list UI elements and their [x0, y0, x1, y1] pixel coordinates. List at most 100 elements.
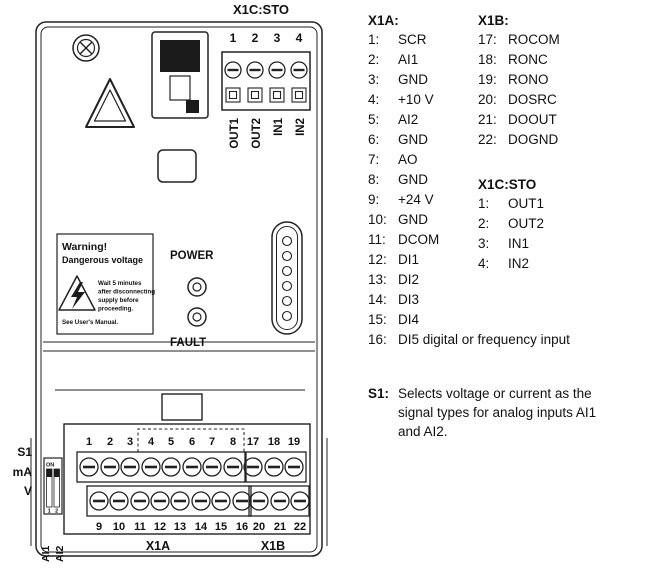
ma-position-label: mA	[13, 465, 33, 479]
svg-text:Warning!: Warning!	[62, 241, 107, 253]
s1-dip-switch	[43, 457, 63, 515]
pin-label: GND	[398, 132, 428, 147]
s1-note-text: Selects voltage or current as the signal…	[398, 386, 597, 439]
legend-item: 14:DI3	[368, 290, 570, 310]
s1-note-title: S1:	[368, 386, 390, 401]
pin-number: 17:	[478, 32, 497, 47]
dashed-group-bracket	[137, 428, 245, 452]
warning-label	[56, 233, 154, 335]
legend-item: 20: DOSRC	[478, 90, 560, 110]
svg-text:16: 16	[236, 521, 248, 533]
svg-text:18: 18	[268, 436, 280, 448]
svg-text:7: 7	[209, 436, 215, 448]
legend-item: 3:IN1	[478, 234, 560, 254]
svg-text:Wait 5 minutes: Wait 5 minutes	[98, 280, 142, 287]
svg-text:8: 8	[230, 436, 236, 448]
legend-item: 2:AI1	[368, 50, 570, 70]
legend-item: 1: OUT1	[478, 194, 560, 214]
legend-item: 2:OUT2	[478, 214, 560, 234]
svg-text:IN1: IN1	[273, 117, 285, 136]
svg-text:4: 4	[296, 31, 303, 45]
fault-led	[187, 307, 207, 327]
svg-text:1: 1	[86, 436, 92, 448]
svg-text:11: 11	[134, 521, 146, 533]
device-outline	[35, 21, 323, 557]
status-leds	[187, 277, 207, 327]
legend-item: 5: AI2	[368, 110, 570, 130]
pin-number: 21:	[478, 112, 497, 127]
pin-number: 3:	[368, 72, 380, 87]
svg-text:supply before: supply before	[98, 297, 139, 304]
pin-label: DOSRC	[508, 92, 557, 107]
legend-column-x1a: X1A: 1:SCR 2:AI1 3:GND 4:+10 V 5:AI2 6:G…	[368, 12, 570, 350]
legend-item: 1:SCR	[368, 30, 570, 50]
legend-item: 6:GND	[368, 130, 570, 150]
svg-text:14: 14	[195, 521, 208, 533]
pin-label: OUT1	[508, 196, 545, 211]
svg-text:1: 1	[230, 31, 237, 45]
pin-number: 14:	[368, 292, 387, 307]
control-panel-connector	[151, 31, 209, 119]
svg-text:17: 17	[247, 436, 259, 448]
drive-front-drawing: X1C:STO 1 2 3 4 OUT1 OUT2 IN1 IN2 Warnin…	[13, 2, 328, 563]
pin-number: 18:	[478, 52, 497, 67]
pin-label: ROCOM	[508, 32, 560, 47]
legend-item: 18: RONC	[478, 50, 560, 70]
svg-text:20: 20	[253, 521, 265, 533]
legend-item: 19:RONO	[478, 70, 560, 90]
pin-label: RONC	[508, 52, 548, 67]
svg-text:3: 3	[274, 31, 281, 45]
option-connector	[271, 221, 303, 335]
pin-label: AI2	[398, 112, 419, 127]
pin-number: 4:	[368, 92, 380, 107]
pin-label: GND	[398, 172, 428, 187]
pin-label: RONO	[508, 72, 549, 87]
dip-pos-1: 1	[48, 509, 51, 515]
svg-text:2: 2	[107, 436, 113, 448]
svg-text:19: 19	[288, 436, 300, 448]
legend-item: 15: DI4	[368, 310, 570, 330]
s1-switch-label: S1	[17, 445, 32, 459]
pin-number: 2:	[368, 52, 380, 67]
svg-text:6: 6	[189, 436, 195, 448]
pin-label: DOGND	[508, 132, 559, 147]
svg-text:4: 4	[148, 436, 155, 448]
svg-text:9: 9	[96, 521, 102, 533]
legend-item: 21:DOOUT	[478, 110, 560, 130]
pin-number: 1:	[368, 32, 380, 47]
svg-text:15: 15	[215, 521, 227, 533]
legend-item: 4:IN2	[478, 254, 560, 274]
legend-item: 12:DI1	[368, 250, 570, 270]
cover-seams	[43, 341, 315, 421]
svg-text:2: 2	[252, 31, 259, 45]
svg-text:See User's Manual.: See User's Manual.	[62, 319, 118, 326]
legend-gap	[478, 150, 560, 176]
ai1-label: AI1	[40, 546, 52, 563]
pin-number: 12:	[368, 252, 387, 267]
legend-column-x1b: X1B: 17:ROCOM 18:RONC 19:RONO 20:DOSRC 2…	[478, 12, 560, 274]
legend-item: 7:AO	[368, 150, 570, 170]
x1a-block-label: X1A	[146, 539, 170, 553]
pin-label: GND	[398, 212, 428, 227]
legend-item: 11:DCOM	[368, 230, 570, 250]
pin-label: DCOM	[398, 232, 440, 247]
svg-text:10: 10	[113, 521, 125, 533]
terminal-row-2	[89, 491, 310, 511]
pin-label: DI4	[398, 312, 420, 327]
x1c-sto-title: X1C:STO	[233, 2, 289, 17]
fault-label: FAULT	[170, 337, 206, 349]
legend-item: 13:DI2	[368, 270, 570, 290]
legend-item: 22:DOGND	[478, 130, 560, 150]
svg-text:after disconnecting: after disconnecting	[98, 289, 155, 296]
pin-number: 15:	[368, 312, 387, 327]
x1b-block-label: X1B	[261, 539, 285, 553]
pin-number: 16:	[368, 332, 387, 347]
legend-item: 8:GND	[368, 170, 570, 190]
pin-number: 1:	[478, 196, 490, 211]
x1c-sto-terminal-block	[221, 51, 311, 111]
svg-text:OUT2: OUT2	[251, 118, 263, 149]
pin-number: 5:	[368, 112, 380, 127]
side-flanges	[30, 438, 328, 546]
pin-number: 20:	[478, 92, 497, 107]
